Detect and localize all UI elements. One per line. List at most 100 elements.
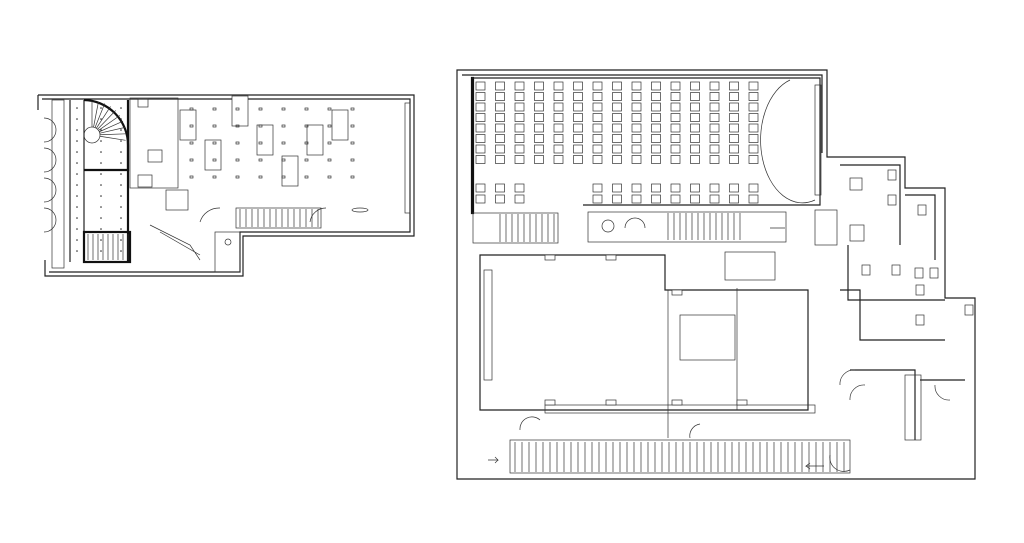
seat <box>651 155 661 164</box>
arrow-right-icon <box>488 456 499 464</box>
column-marker <box>212 107 217 111</box>
column-marker <box>281 124 286 128</box>
stair-tread <box>99 120 124 133</box>
column-marker <box>327 175 332 179</box>
light-marker <box>100 162 102 164</box>
stair-tread <box>94 103 106 128</box>
seat <box>709 92 720 101</box>
seat <box>729 155 739 164</box>
small-stair <box>165 189 189 211</box>
seat <box>514 144 525 154</box>
column-marker <box>189 158 194 162</box>
light-marker <box>120 140 122 142</box>
toilet-icon <box>915 314 925 326</box>
outer-wall <box>456 69 976 480</box>
seat <box>495 194 505 204</box>
seat <box>709 113 720 122</box>
light-marker <box>100 184 102 186</box>
ramp <box>149 224 201 261</box>
column-marker <box>212 124 217 128</box>
seat <box>651 194 661 204</box>
light-marker <box>100 107 102 109</box>
seat <box>495 81 505 91</box>
window-wall <box>814 84 822 196</box>
seat <box>514 134 525 143</box>
seat <box>729 183 739 193</box>
column-marker <box>281 141 286 145</box>
column-marker <box>212 175 217 179</box>
light-marker <box>76 151 78 153</box>
seat <box>553 81 564 91</box>
seat <box>495 123 505 133</box>
seat <box>690 194 700 204</box>
seat <box>553 155 564 164</box>
light-marker <box>120 217 122 219</box>
seat <box>612 113 622 122</box>
light-marker <box>120 250 122 252</box>
seat <box>748 144 759 154</box>
spiral-core <box>83 126 101 144</box>
seat <box>631 134 642 143</box>
light-marker <box>100 250 102 252</box>
seat <box>748 92 759 101</box>
seat <box>495 183 505 193</box>
seat <box>651 113 661 122</box>
seat <box>631 92 642 101</box>
seat <box>475 183 486 193</box>
seat <box>690 155 700 164</box>
seat <box>690 183 700 193</box>
seat <box>690 144 700 154</box>
column-marker <box>350 141 355 145</box>
seat <box>592 123 603 133</box>
table <box>204 139 222 171</box>
light-marker <box>76 118 78 120</box>
seat <box>612 194 622 204</box>
chair <box>605 399 617 406</box>
column-marker <box>235 141 240 145</box>
chair <box>544 399 556 406</box>
seat <box>709 194 720 204</box>
light-marker <box>76 140 78 142</box>
column-marker <box>189 107 194 111</box>
column-marker <box>189 175 194 179</box>
light-marker <box>76 228 78 230</box>
seat <box>592 134 603 143</box>
auditorium-wall <box>472 77 821 206</box>
seat <box>709 102 720 112</box>
light-marker <box>100 217 102 219</box>
light-marker <box>120 206 122 208</box>
seat <box>709 155 720 164</box>
table <box>231 95 249 127</box>
toilet-icon <box>861 264 871 276</box>
light-marker <box>76 195 78 197</box>
light-marker <box>76 173 78 175</box>
seat <box>592 113 603 122</box>
seat <box>748 81 759 91</box>
seat <box>670 123 681 133</box>
column-marker <box>235 107 240 111</box>
column-marker <box>350 107 355 111</box>
table <box>179 109 197 141</box>
stair-tread <box>99 133 126 136</box>
arrow-left-icon <box>804 462 824 470</box>
seat <box>729 92 739 101</box>
column-marker <box>235 124 240 128</box>
seat <box>748 113 759 122</box>
seat <box>573 134 583 143</box>
seat <box>690 81 700 91</box>
seat <box>748 183 759 193</box>
seat <box>670 144 681 154</box>
seat <box>612 155 622 164</box>
window-arcs <box>43 117 57 233</box>
seat <box>573 155 583 164</box>
seat <box>534 155 544 164</box>
service-room <box>129 97 179 189</box>
seat <box>534 113 544 122</box>
toilet-icon <box>891 264 901 276</box>
column-marker <box>281 175 286 179</box>
seat <box>690 92 700 101</box>
stair-tread <box>93 101 99 128</box>
stair-tread <box>98 115 121 131</box>
light-marker <box>120 129 122 131</box>
seat <box>475 134 486 143</box>
